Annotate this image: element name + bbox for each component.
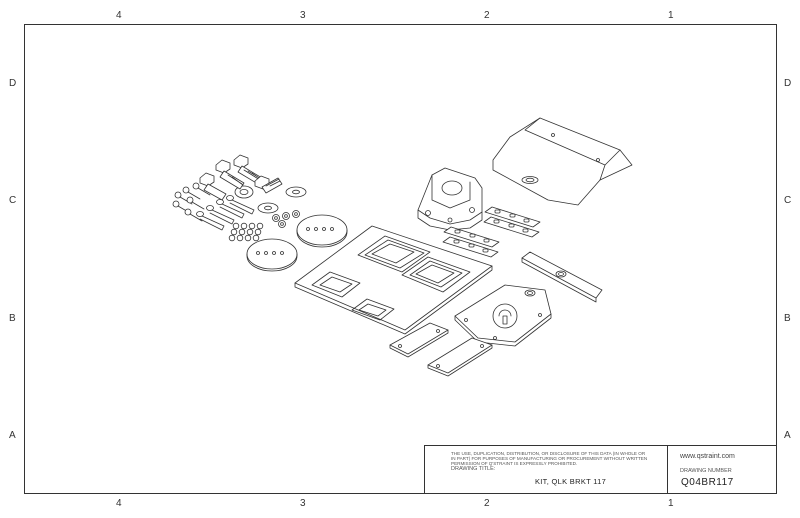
- drawing-number-label: DRAWING NUMBER: [680, 468, 732, 474]
- zone-col-4-top: 4: [116, 10, 122, 21]
- pedestal-block: [417, 167, 483, 231]
- small-washer-cluster: [228, 222, 264, 242]
- zone-row-d-left: D: [9, 78, 17, 89]
- company-website: www.qstraint.com: [680, 453, 735, 460]
- zone-col-4-bottom: 4: [116, 498, 122, 509]
- washers-and-nuts: [234, 185, 307, 228]
- zone-row-d-right: D: [784, 78, 792, 89]
- zone-row-a-left: A: [9, 430, 16, 441]
- drawing-title: KIT, QLK BRKT 117: [535, 477, 607, 486]
- zone-col-3-top: 3: [300, 10, 306, 21]
- round-disc-lower: [246, 238, 298, 272]
- legal-notice: THE USE, DUPLICATION, DISTRIBUTION, OR D…: [451, 451, 648, 466]
- link-plate-group: [442, 206, 541, 258]
- long-bolts: [196, 195, 255, 231]
- small-screws: [172, 182, 211, 222]
- round-disc-upper: [296, 214, 348, 248]
- zone-row-a-right: A: [784, 430, 791, 441]
- main-base-plate: [294, 225, 493, 335]
- pivot-bar: [521, 251, 603, 303]
- zone-col-1-top: 1: [668, 10, 674, 21]
- zone-row-c-right: C: [784, 195, 792, 206]
- zone-col-1-bottom: 1: [668, 498, 674, 509]
- angled-bracket-plate: [492, 117, 633, 206]
- large-bolts: [199, 154, 283, 201]
- zone-col-2-bottom: 2: [484, 498, 490, 509]
- title-block: THE USE, DUPLICATION, DISTRIBUTION, OR D…: [424, 445, 777, 494]
- lock-plate: [454, 284, 552, 347]
- zone-row-c-left: C: [9, 195, 17, 206]
- drawing-frame: [24, 24, 777, 494]
- zone-col-2-top: 2: [484, 10, 490, 21]
- title-block-divider: [667, 446, 668, 494]
- drawing-title-label: DRAWING TITLE:: [451, 466, 496, 472]
- flat-plate-pair: [389, 322, 493, 377]
- zone-row-b-left: B: [9, 313, 16, 324]
- drawing-number: Q04BR117: [681, 477, 734, 488]
- zone-col-3-bottom: 3: [300, 498, 306, 509]
- zone-row-b-right: B: [784, 313, 791, 324]
